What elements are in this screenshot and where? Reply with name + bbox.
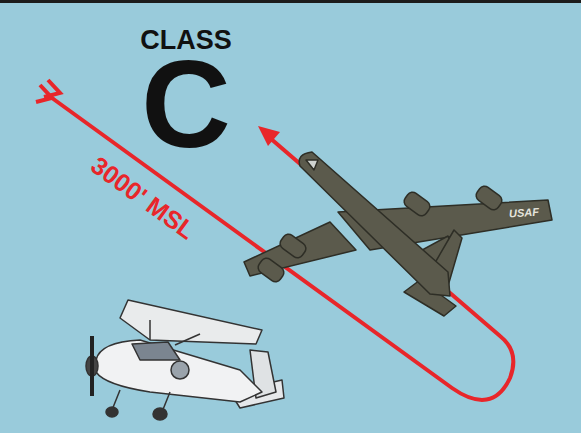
aircraft-marking: USAF [509, 206, 540, 219]
jet [244, 152, 552, 316]
path-arrowhead [258, 126, 280, 146]
top-bar [0, 0, 581, 3]
chevron [44, 80, 60, 97]
cessna [86, 300, 284, 420]
class-letter: C [141, 42, 231, 166]
chevron [36, 85, 52, 102]
